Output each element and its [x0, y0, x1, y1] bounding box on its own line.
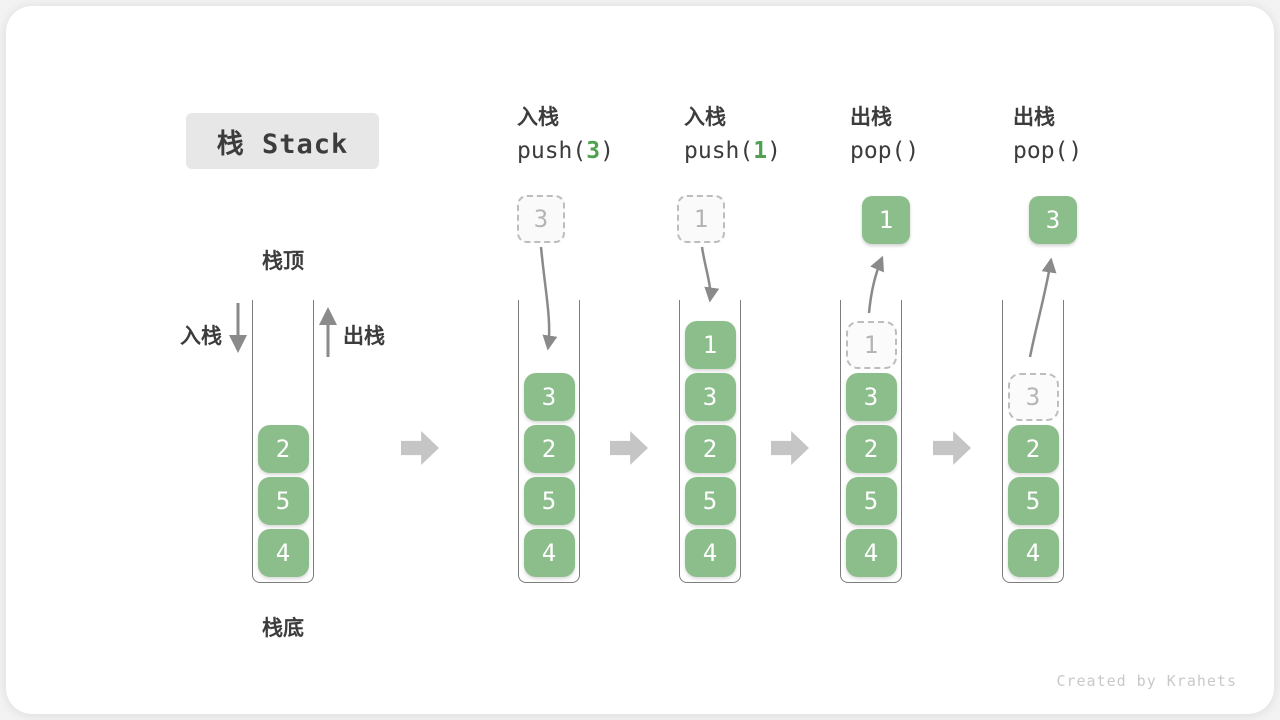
code-arg: 1	[753, 138, 768, 164]
code-arg: 3	[586, 138, 601, 164]
stack-item: 5	[1007, 477, 1059, 525]
op-label: 出栈	[850, 105, 892, 129]
op-code: pop()	[1013, 136, 1173, 166]
stack-item: 5	[845, 477, 897, 525]
watermark: Created by Krahets	[1056, 672, 1237, 690]
diagram-title: 栈 Stack	[186, 113, 379, 169]
stack-item: 2	[1007, 425, 1059, 473]
code-suffix: )	[767, 138, 781, 164]
stack-item: 5	[523, 477, 575, 525]
stack-item: 4	[257, 529, 309, 577]
stack-item: 2	[257, 425, 309, 473]
op-code: pop()	[850, 136, 1010, 166]
floating-value-push-1: 1	[677, 195, 725, 243]
stack-item: 3	[845, 373, 897, 421]
stack-bottom-label: 栈底	[262, 616, 304, 640]
stack-item: 5	[684, 477, 736, 525]
code-suffix: )	[1068, 138, 1083, 164]
push-1-arrow-icon	[700, 246, 720, 303]
code-prefix: push(	[517, 138, 587, 164]
pop-direction-label: 出栈	[343, 324, 385, 348]
stack-item: 1	[845, 321, 897, 369]
stack-item: 4	[1007, 529, 1059, 577]
stack-item: 2	[523, 425, 575, 473]
step-arrow-icon	[771, 431, 809, 465]
op-code: push(1)	[684, 136, 844, 166]
stack-item: 3	[684, 373, 736, 421]
code-prefix: pop(	[850, 138, 906, 164]
stack-item: 4	[845, 529, 897, 577]
push-direction-label: 入栈	[180, 324, 222, 348]
op-header-pop-1: 出栈 pop()	[850, 104, 1010, 166]
stack-item: 4	[523, 529, 575, 577]
step-arrow-icon	[933, 431, 971, 465]
stack-item: 4	[684, 529, 736, 577]
stack-item: 2	[845, 425, 897, 473]
stack-item: 5	[257, 477, 309, 525]
op-header-pop-3: 出栈 pop()	[1013, 104, 1173, 166]
op-label: 入栈	[517, 105, 559, 129]
floating-value-popped-1: 1	[862, 196, 910, 244]
step-arrow-icon	[610, 431, 648, 465]
code-prefix: push(	[684, 138, 754, 164]
code-prefix: pop(	[1013, 138, 1069, 164]
floating-value-popped-3: 3	[1029, 196, 1077, 244]
stack-item: 1	[684, 321, 736, 369]
stack-item: 2	[684, 425, 736, 473]
stack-top-label: 栈顶	[262, 249, 304, 273]
stack-item: 3	[1007, 373, 1059, 421]
op-header-push-3: 入栈 push(3)	[517, 104, 677, 166]
op-label: 出栈	[1013, 105, 1055, 129]
op-header-push-1: 入栈 push(1)	[684, 104, 844, 166]
op-label: 入栈	[684, 105, 726, 129]
code-suffix: )	[905, 138, 920, 164]
code-suffix: )	[600, 138, 614, 164]
stack-item: 3	[523, 373, 575, 421]
step-arrow-icon	[401, 431, 439, 465]
op-code: push(3)	[517, 136, 677, 166]
floating-value-push-3: 3	[517, 195, 565, 243]
diagram-title-text: 栈 Stack	[216, 128, 349, 160]
